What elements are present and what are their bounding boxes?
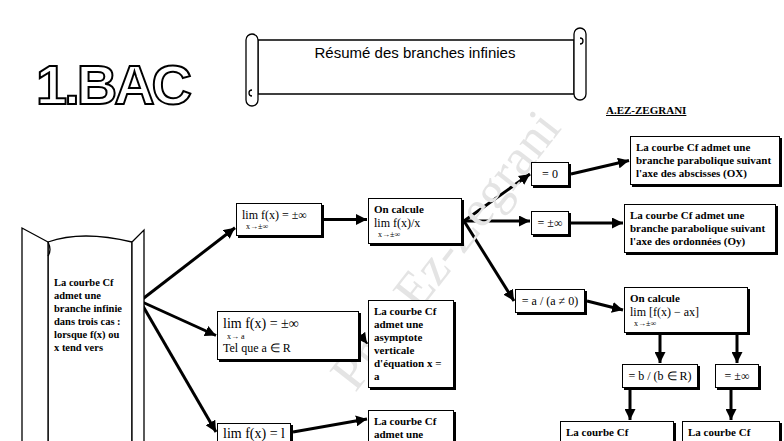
- flow-arrow: [140, 228, 235, 301]
- flow-arrow: [571, 161, 629, 175]
- title-holder: Résumé des branches infinies: [258, 44, 572, 61]
- process-box: = a / (a ≠ 0): [515, 289, 585, 313]
- process-box: lim f(x) = l: [217, 423, 291, 441]
- node-text: La courbe Cf admet une: [374, 415, 448, 441]
- node-text: = 0: [537, 167, 563, 181]
- scroll-body: [48, 236, 132, 441]
- node-text: lim f(x) = l: [223, 426, 285, 441]
- node-text: = ±∞: [537, 216, 563, 230]
- process-box: On calculelim f(x)/xx→±∞: [368, 198, 462, 244]
- process-box: La courbe Cf admet une: [368, 410, 454, 441]
- flow-arrow: [736, 335, 739, 363]
- diagram-title: Résumé des branches infinies: [315, 44, 516, 61]
- flow-arrow: [629, 390, 632, 420]
- title-banner: [246, 28, 586, 106]
- node-text: lim f(x) = ±∞: [223, 316, 353, 332]
- flow-arrow: [324, 218, 367, 221]
- flow-arrow: [293, 419, 367, 432]
- level-badge: 1.BAC: [36, 52, 189, 117]
- process-box: = b / (b ∈ R): [622, 364, 698, 388]
- scroll-box: La courbe Cf admet une branche infinie d…: [18, 226, 146, 441]
- node-text: = ±∞: [721, 369, 753, 383]
- banner-curl: [580, 38, 583, 44]
- node-text: lim f(x)/x: [374, 216, 456, 230]
- flow-arrow: [587, 301, 623, 310]
- node-text: = b / (b ∈ R): [628, 369, 692, 383]
- node-text: La courbe Cf admet une asymptote vertica…: [374, 305, 448, 383]
- node-text: x→ a: [223, 332, 353, 341]
- flow-arrow: [730, 390, 733, 420]
- process-box: lim f(x) = ±∞x→ aTel que a ∈ R: [217, 311, 359, 360]
- process-box: On calculelim [f(x) − ax]x→±∞: [624, 287, 748, 333]
- banner-right-roll: [574, 28, 586, 100]
- flow-arrow: [571, 222, 623, 225]
- node-text: La courbe Cf admet une branche paraboliq…: [636, 141, 774, 180]
- scroll-curl: [48, 242, 50, 256]
- node-text: x→±∞: [630, 319, 742, 328]
- node-text: = a / (a ≠ 0): [521, 294, 579, 308]
- node-text: lim [f(x) − ax]: [630, 305, 742, 319]
- node-text: On calcule: [630, 292, 742, 305]
- banner-curl: [249, 90, 252, 96]
- node-text: Tel que a ∈ R: [223, 341, 353, 355]
- node-text: La courbe Cf: [688, 426, 774, 439]
- banner-body: [258, 40, 574, 94]
- process-box: lim f(x) = ±∞x→±∞: [236, 203, 322, 236]
- process-box: La courbe Cf admet une branche paraboliq…: [624, 204, 776, 253]
- process-box: = ±∞: [715, 364, 759, 388]
- node-text: x→±∞: [242, 222, 316, 231]
- node-text: La courbe Cf: [566, 426, 668, 439]
- scroll-left-fold: [22, 228, 48, 441]
- node-text: x→±∞: [374, 230, 456, 239]
- process-box: = ±∞: [531, 211, 569, 235]
- node-text: La courbe Cf admet une branche paraboliq…: [630, 209, 770, 248]
- flow-arrow: [659, 335, 662, 363]
- node-text: lim f(x) = ±∞: [242, 208, 316, 222]
- process-box: La courbe Cf admet une asymptote vertica…: [368, 300, 454, 388]
- node-text: On calcule: [374, 203, 456, 216]
- process-box: La courbe Cf: [560, 421, 674, 441]
- process-box: La courbe Cf admet une branche paraboliq…: [630, 136, 780, 185]
- author-name: A.EZ-ZEGRANI: [606, 104, 686, 116]
- banner-left-roll: [246, 34, 258, 106]
- scroll-right-fold: [132, 230, 144, 441]
- process-box: = 0: [531, 162, 569, 186]
- node-text: La courbe Cf admet une branche infinie d…: [54, 276, 124, 354]
- process-box: La courbe Cf: [682, 421, 780, 441]
- flow-arrow: [140, 301, 216, 432]
